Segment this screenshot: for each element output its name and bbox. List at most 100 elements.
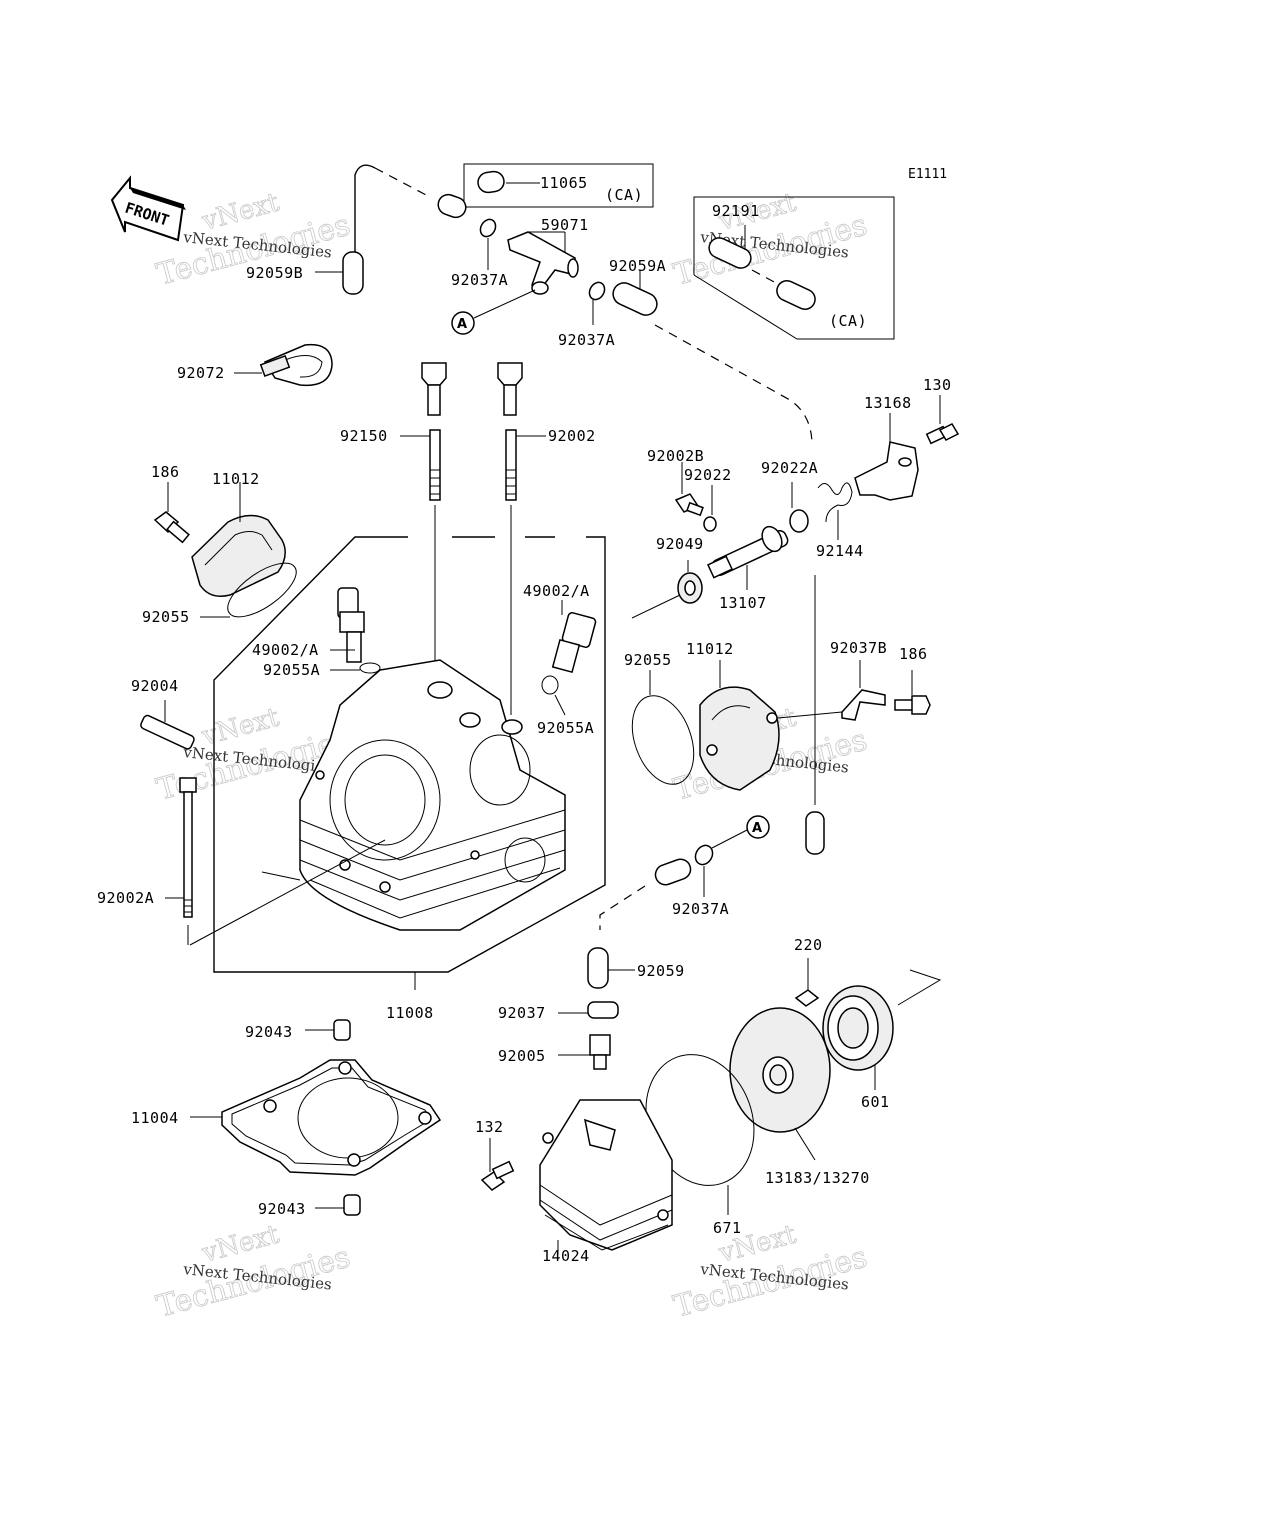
label-92072: 92072 [177, 364, 225, 382]
svg-text:(CA): (CA) [605, 186, 643, 204]
label-186-left: 186 [151, 463, 180, 481]
label-92055a-right: 92055A [537, 719, 594, 737]
watermark-top-right: vNext Technologies vNext Technologies [670, 187, 872, 293]
label-92055-right: 92055 [624, 651, 672, 669]
hose-92059b-short [437, 193, 467, 219]
label-186-right: 186 [899, 645, 928, 663]
circle-marker-a-bottom[interactable]: A [711, 815, 770, 849]
washer-92022 [703, 485, 717, 532]
bolt-92150 [400, 362, 447, 670]
svg-text:A: A [457, 317, 467, 332]
label-130: 130 [923, 376, 952, 394]
label-92191: 92191 [712, 202, 760, 220]
bolt-92002a [165, 777, 197, 945]
cap-11012-left [191, 482, 286, 597]
svg-text:(CA): (CA) [829, 312, 867, 330]
lever-13168 [854, 413, 919, 501]
bolt-186-left [153, 482, 190, 544]
label-92005: 92005 [498, 1047, 546, 1065]
cap-11012-right [699, 660, 843, 791]
plate-13183 [729, 1007, 831, 1161]
hose-11065 [477, 170, 540, 194]
bolt-92002b [674, 462, 704, 517]
oring-92055a-right [541, 675, 566, 716]
label-49002a-left: 49002/A [252, 641, 319, 659]
hose-92059 [587, 947, 635, 989]
ca-box-right: (CA) [693, 196, 895, 340]
dowel-92043-top [305, 1019, 351, 1041]
label-92022: 92022 [684, 466, 732, 484]
oring-92055a-left [330, 662, 381, 674]
shaft-13107 [706, 525, 789, 590]
label-92059b: 92059B [246, 264, 303, 282]
label-11012-right: 11012 [686, 640, 734, 658]
valve-49002a-right [551, 600, 597, 674]
ca-box-top: (CA) [463, 163, 654, 208]
label-92004: 92004 [131, 677, 179, 695]
clamp-92072 [234, 343, 333, 387]
label-92043-top: 92043 [245, 1023, 293, 1041]
front-arrow-icon: FRONT [110, 175, 186, 242]
label-92002a: 92002A [97, 889, 154, 907]
label-92037: 92037 [498, 1004, 546, 1022]
label-601: 601 [861, 1093, 890, 1111]
hose-92059b [315, 251, 364, 295]
spring-92144 [817, 482, 853, 540]
label-92049: 92049 [656, 535, 704, 553]
stud-92004 [140, 700, 195, 750]
diagram-code: E1111 [908, 167, 947, 182]
label-92055-left: 92055 [142, 608, 190, 626]
label-92150: 92150 [340, 427, 388, 445]
label-671: 671 [713, 1219, 742, 1237]
bearing-601 [822, 969, 942, 1090]
hose-92059a [612, 270, 658, 316]
oring-92055-right [631, 670, 695, 785]
clamp-92037 [558, 1001, 619, 1019]
label-92037b: 92037B [830, 639, 887, 657]
label-92002b: 92002B [647, 447, 704, 465]
hose-route-line [374, 167, 429, 197]
label-92059a: 92059A [609, 257, 666, 275]
label-14024: 14024 [542, 1247, 590, 1265]
label-92037a-bottom: 92037A [672, 900, 729, 918]
label-92043-bottom: 92043 [258, 1200, 306, 1218]
fitting-92005 [558, 1034, 611, 1070]
valve-49002a-left [330, 587, 365, 663]
label-92037a-mid: 92037A [558, 331, 615, 349]
label-92002: 92002 [548, 427, 596, 445]
cover-14024 [539, 1099, 673, 1255]
dowel-92043-bottom [315, 1194, 361, 1216]
callout-labels: 11065 59071 92037A 92059B 92059A 92037A … [97, 174, 952, 1265]
watermark-bottom-left: vNext Technologies vNext Technologies [153, 1219, 355, 1325]
hoses-92191 [708, 225, 816, 310]
washer-92022a [789, 482, 809, 533]
label-92037a-top: 92037A [451, 271, 508, 289]
gasket-11004 [190, 1059, 442, 1176]
hose-route-curve [354, 164, 376, 255]
cylinder-head-11008 [189, 659, 566, 946]
label-92059: 92059 [637, 962, 685, 980]
svg-text:A: A [752, 821, 762, 836]
clamp-92037a-top [479, 218, 497, 270]
label-59071: 59071 [541, 216, 589, 234]
hose-route-bottom [599, 885, 646, 930]
label-49002a-right: 49002/A [523, 582, 590, 600]
oring-92055-left [200, 562, 297, 618]
bearing-92049 [631, 560, 703, 619]
assembly-frame-11008 [213, 536, 606, 990]
label-92055a-left: 92055A [263, 661, 320, 679]
label-13183-13270: 13183/13270 [765, 1169, 870, 1187]
circle-marker-a-top[interactable]: A [451, 289, 536, 335]
bolt-92002 [497, 362, 546, 715]
label-11065: 11065 [540, 174, 588, 192]
hose-route-right [654, 324, 813, 446]
label-132: 132 [475, 1118, 504, 1136]
label-11004: 11004 [131, 1109, 179, 1127]
hose-pin-right [805, 575, 825, 855]
label-92022a: 92022A [761, 459, 818, 477]
clamp-92037a-bottom [694, 844, 714, 897]
hose-92059-short [654, 858, 692, 886]
bolt-186-right [894, 670, 931, 715]
bolt-220 [794, 958, 820, 1007]
bolt-130 [925, 395, 960, 445]
